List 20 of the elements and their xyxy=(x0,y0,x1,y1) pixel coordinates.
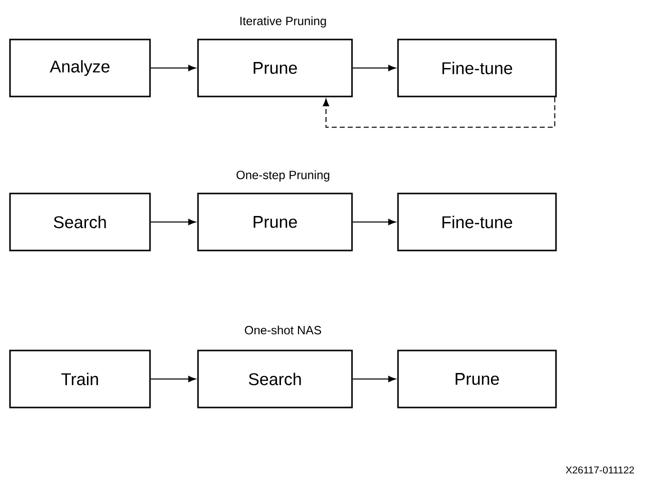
arrow xyxy=(322,96,556,128)
figure-code: X26117-011122 xyxy=(566,466,634,474)
process-box: Search xyxy=(9,192,151,252)
arrow xyxy=(352,218,396,226)
process-box: Prune xyxy=(197,38,353,98)
arrow xyxy=(150,64,196,72)
group-heading: Iterative Pruning xyxy=(240,16,326,28)
process-box: Train xyxy=(9,350,151,408)
arrow xyxy=(352,64,396,72)
process-box: Prune xyxy=(397,350,557,408)
group-heading: One-step Pruning xyxy=(236,170,330,182)
arrow xyxy=(150,376,196,382)
process-box: Prune xyxy=(197,192,353,252)
process-box: Fine-tune xyxy=(397,38,557,98)
process-box: Analyze xyxy=(9,38,151,98)
process-box: Search xyxy=(197,350,353,408)
group-heading: One-shot NAS xyxy=(244,326,322,334)
process-box: Fine-tune xyxy=(397,192,557,252)
arrow xyxy=(352,376,396,382)
arrow xyxy=(150,218,196,226)
